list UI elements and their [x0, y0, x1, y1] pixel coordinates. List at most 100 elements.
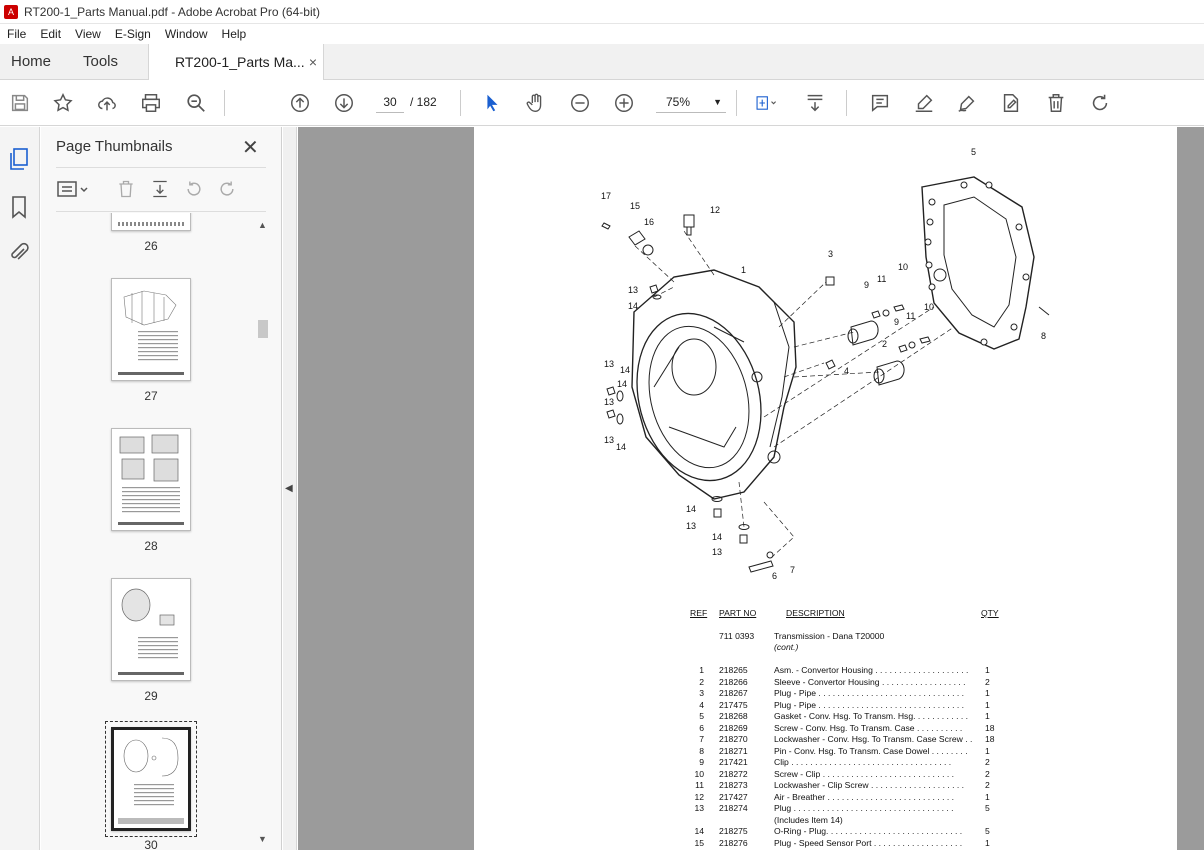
svg-text:10: 10	[924, 302, 934, 312]
svg-text:14: 14	[620, 365, 630, 375]
menu-file[interactable]: File	[7, 27, 27, 41]
panel-collapse-bar[interactable]: ◀	[283, 127, 297, 850]
svg-text:2: 2	[882, 339, 887, 349]
tab-document-label: RT200-1_Parts Ma...	[175, 54, 305, 70]
page-thumbnails-icon[interactable]	[8, 147, 30, 176]
menu-edit[interactable]: Edit	[40, 27, 62, 41]
select-cursor-icon[interactable]	[479, 90, 505, 116]
svg-text:14: 14	[616, 442, 626, 452]
tab-document[interactable]: RT200-1_Parts Ma... ×	[148, 44, 324, 81]
page-thumbnail[interactable]	[111, 213, 191, 231]
assembly-note-row: (cont.)	[690, 642, 1010, 653]
rotate-clockwise-icon[interactable]	[1087, 90, 1113, 116]
thumbnail-label: 28	[144, 539, 158, 553]
scrollbar-thumb[interactable]	[258, 320, 268, 338]
draw-pen-icon[interactable]	[954, 90, 980, 116]
next-page-icon[interactable]	[331, 90, 357, 116]
svg-text:13: 13	[604, 359, 614, 369]
svg-text:11: 11	[877, 274, 886, 284]
menu-window[interactable]: Window	[164, 27, 208, 41]
svg-text:13: 13	[604, 435, 614, 445]
zoom-select[interactable]: 75% ▼	[656, 91, 726, 113]
menu-bar: File Edit View E-Sign Window Help	[0, 24, 1204, 44]
svg-text:12: 12	[710, 205, 720, 215]
rotate-clockwise-icon[interactable]	[216, 179, 238, 204]
upload-cloud-icon[interactable]	[94, 90, 120, 116]
menu-esign[interactable]: E-Sign	[114, 27, 151, 41]
delete-page-icon[interactable]	[116, 179, 136, 204]
rotate-counterclockwise-icon[interactable]	[183, 179, 205, 204]
comment-icon[interactable]	[867, 90, 893, 116]
svg-text:9: 9	[894, 317, 899, 327]
left-rail	[0, 127, 40, 850]
thumbnail-list: 26 27 28 29 30	[53, 213, 271, 850]
panel-divider	[56, 167, 266, 168]
thumbnail-label: 29	[144, 689, 158, 703]
svg-text:13: 13	[712, 547, 722, 557]
delete-trash-icon[interactable]	[1043, 90, 1069, 116]
selected-thumbnail-frame[interactable]	[105, 721, 197, 837]
thumbnail-options-icon[interactable]	[56, 179, 90, 204]
fill-sign-icon[interactable]	[998, 90, 1024, 116]
col-header-ref: REF	[690, 608, 708, 618]
toolbar-divider	[224, 90, 225, 116]
col-header-part: PART NO	[719, 608, 757, 618]
zoom-in-icon[interactable]	[611, 90, 637, 116]
tab-tools[interactable]: Tools	[83, 53, 119, 70]
page-thumbnail-current[interactable]	[111, 727, 191, 831]
zoom-search-icon[interactable]	[183, 90, 209, 116]
thumbnail-scrollbar[interactable]: ▲ ▼	[256, 220, 270, 850]
svg-text:13: 13	[686, 521, 696, 531]
insert-page-icon[interactable]	[149, 179, 171, 204]
tab-home[interactable]: Home	[11, 53, 52, 70]
toolbar-divider	[736, 90, 737, 116]
svg-text:5: 5	[971, 147, 976, 157]
toolbar-divider	[460, 90, 461, 116]
attachments-paperclip-icon[interactable]	[8, 241, 30, 270]
page-thumbnail[interactable]	[111, 278, 191, 381]
collapse-left-icon[interactable]: ◀	[285, 483, 293, 494]
save-icon[interactable]	[7, 90, 33, 116]
scroll-mode-icon[interactable]	[802, 90, 828, 116]
close-tab-icon[interactable]: ×	[308, 54, 317, 70]
panel-title: Page Thumbnails	[56, 138, 173, 155]
svg-text:4: 4	[844, 366, 849, 376]
svg-text:15: 15	[630, 201, 640, 211]
table-row: (Includes Item 14)	[774, 814, 843, 825]
thumbnail-label: 26	[144, 239, 158, 253]
highlight-pen-icon[interactable]	[911, 90, 937, 116]
bookmark-star-icon[interactable]	[50, 90, 76, 116]
svg-text:13: 13	[628, 285, 638, 295]
scroll-up-icon[interactable]: ▲	[258, 220, 267, 230]
thumbnails-panel: Page Thumbnails ✕ 26 27 28 29	[41, 127, 282, 850]
close-panel-icon[interactable]: ✕	[242, 137, 259, 159]
hand-tool-icon[interactable]	[523, 90, 549, 116]
svg-text:10: 10	[898, 262, 908, 272]
toolbar-divider	[846, 90, 847, 116]
thumbnail-label: 27	[144, 389, 158, 403]
svg-text:3: 3	[828, 249, 833, 259]
tab-bar: Home Tools RT200-1_Parts Ma... ×	[0, 44, 1204, 81]
col-header-description: DESCRIPTION	[786, 608, 845, 618]
page-number-input[interactable]: 30	[376, 91, 404, 113]
main-toolbar	[0, 80, 1204, 126]
scroll-down-icon[interactable]: ▼	[258, 834, 267, 844]
zoom-out-icon[interactable]	[567, 90, 593, 116]
menu-help[interactable]: Help	[221, 27, 247, 41]
page-thumbnail[interactable]	[111, 428, 191, 531]
previous-page-icon[interactable]	[287, 90, 313, 116]
bookmarks-icon[interactable]	[9, 195, 29, 224]
print-icon[interactable]	[138, 90, 164, 116]
page-thumbnail[interactable]	[111, 578, 191, 681]
svg-text:11: 11	[906, 311, 915, 321]
thumbnail-label: 30	[144, 838, 158, 850]
chevron-down-icon: ▼	[713, 97, 722, 107]
fit-page-icon[interactable]	[748, 90, 784, 116]
menu-view[interactable]: View	[75, 27, 101, 41]
